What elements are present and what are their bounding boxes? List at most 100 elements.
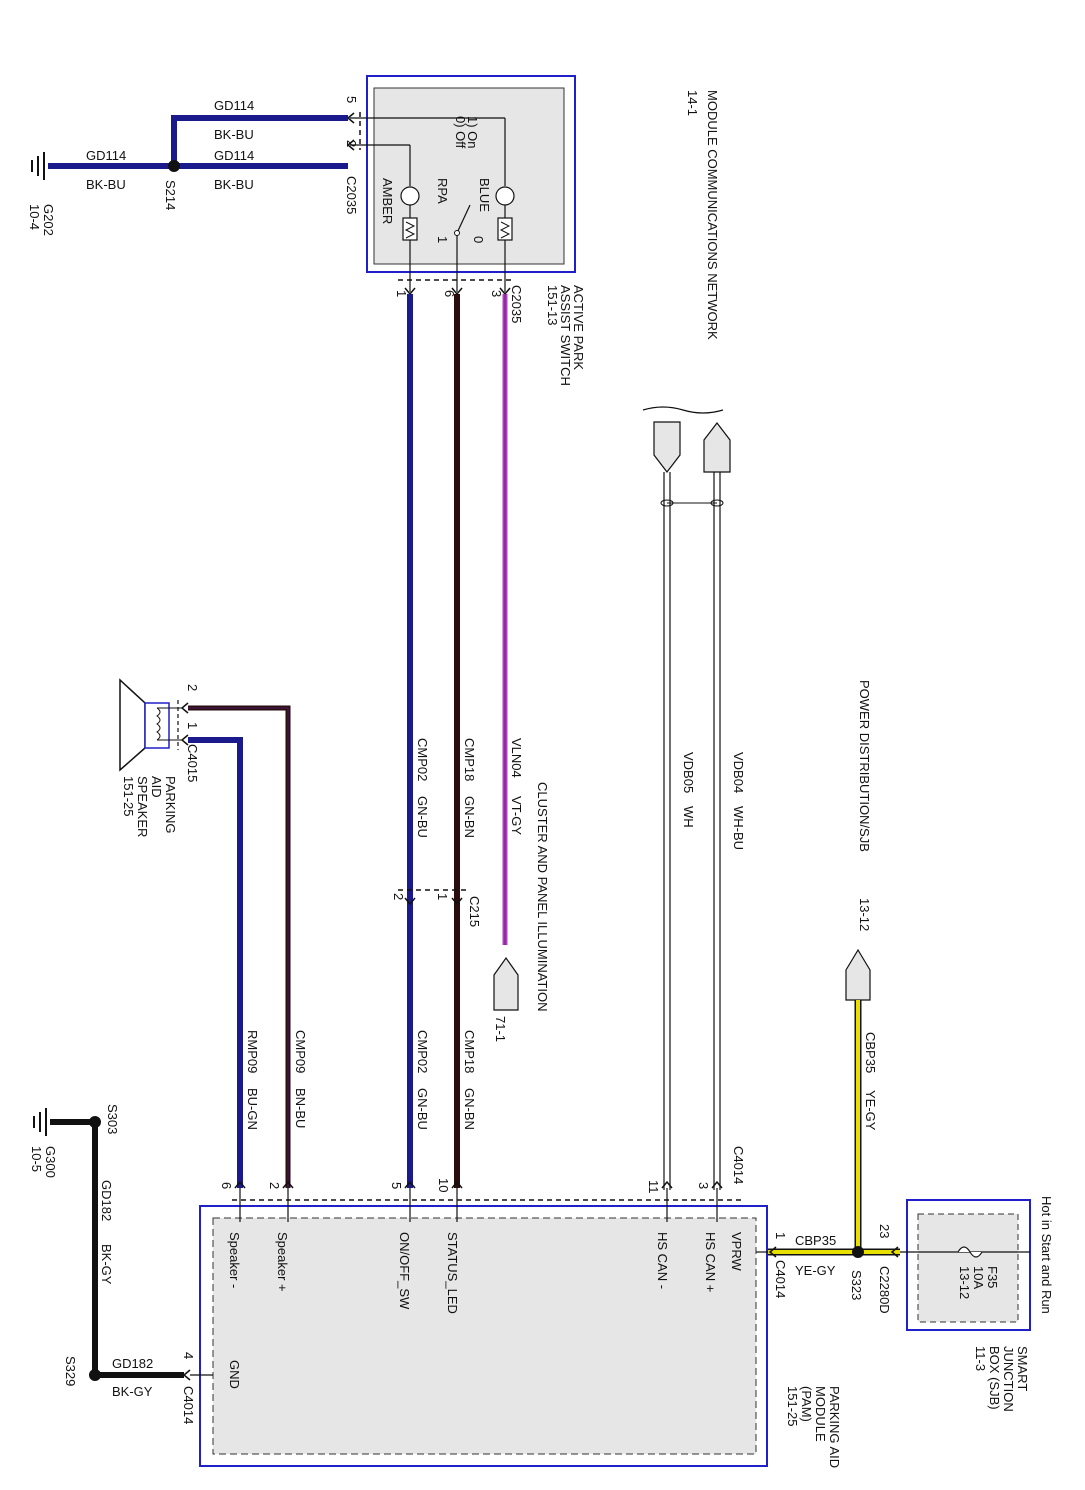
switch-connector-c2035-top: C2035 [344,176,359,214]
wire-gd114-mid-color: BK-BU [214,177,254,192]
switch-contact-1: 1 [435,236,450,243]
pam-label-hscan-minus: HS CAN - [655,1232,670,1289]
wire-cmp18-lower: CMP18 [462,1030,477,1073]
pam-ground-path [33,1108,184,1381]
wire-cmp18-upper: CMP18 [462,738,477,781]
wire-cbp35-run [768,1000,900,1258]
sjb-hot-label: Hot in Start and Run [1039,1196,1054,1314]
fuse-f35: F35 [985,1266,1000,1288]
pam-pin-3: 3 [696,1182,711,1189]
speaker-title-4: 151-25 [121,776,136,816]
parking-aid-speaker: 2 1 C4015 PARKING AID SPEAKER 151-25 [119,678,200,837]
splice-s303-label: S303 [105,1104,120,1134]
speaker-body [144,702,170,749]
wire-gd114-mid: GD114 [214,148,254,163]
wire-gd114-left-color: BK-BU [86,177,126,192]
power-dist-ref: 13-12 [857,898,872,931]
switch-pin-2: 2 [344,140,359,147]
splice-s323 [852,1246,864,1258]
wire-gd114-top: GD114 [214,98,254,113]
sjb-title-2: JUNCTION [1001,1346,1016,1412]
wire-vln04: VLN04 [509,738,524,778]
sjb-frame [906,1199,1031,1331]
wire-rmp09: RMP09 [245,1030,260,1073]
switch-label-blue: BLUE [477,178,492,212]
splice-s329 [89,1369,101,1381]
switch-pin-b6: 6 [442,290,457,297]
fuse-ref: 13-12 [957,1266,972,1299]
sjb-title-4: 11-3 [973,1346,988,1371]
ground-g300-label: G300 [43,1146,58,1178]
wire-cmp02-upper: CMP02 [415,738,430,781]
ground-wires-top: GD114 BK-BU GD114 BK-BU GD114 BK-BU S214… [27,98,348,236]
wire-cmp18-upper-color: GN-BN [462,796,477,838]
speaker-title-2: AID [149,776,164,798]
wire-gd114-top-color: BK-BU [214,127,254,142]
switch-module-frame [366,75,576,273]
speaker-wires [188,705,291,1188]
pam-title-2: MODULE [813,1386,828,1442]
wire-cbp35-vert: CBP35 [863,1032,878,1073]
wire-gd182-horz: GD182 [112,1356,153,1371]
fuse-f35-symbol [957,1246,983,1258]
pam-label-onoff-sw: ON/OFF_SW [397,1232,412,1310]
pam-connector-c4014-left: C4014 [181,1386,196,1424]
parking-aid-module: 6 2 5 10 11 3 C4014 1 C4014 VPRW HS CAN … [181,1146,842,1468]
pam-connector-c4014-right: C4014 [773,1260,788,1298]
speaker-title-3: SPEAKER [135,776,150,837]
sjb-connector: C2280D [877,1266,892,1314]
pam-title-3: (PAM) [799,1386,814,1422]
c215-pin-2: 2 [391,893,406,900]
speaker-connector: C4015 [185,744,200,782]
ground-g202-label: G202 [41,204,56,236]
illumination-ref: 71-1 [493,1016,508,1042]
wire-cmp02-lower: CMP02 [415,1030,430,1073]
pam-connector-c4014-top: C4014 [731,1146,746,1184]
wire-vdb04: VDB04 [731,752,746,793]
ground-g202-ref: 10-4 [27,204,42,230]
splice-s323-label: S323 [849,1270,864,1300]
wire-cbp35-vert-color: YE-GY [863,1090,878,1131]
splice-s214 [168,160,180,172]
switch-pin-b1: 1 [394,290,409,297]
wire-rmp09-color: BU-GN [245,1088,260,1130]
hs-can-minus-connector [653,421,681,473]
pam-label-status-led: STATUS_LED [445,1232,460,1314]
active-park-assist-switch: 0) Off 1) On RPA AMBER BLUE 1 0 5 2 C203… [344,75,586,386]
pam-pin-10: 10 [436,1178,451,1192]
vertical-wires [407,294,508,1188]
wire-gd182-vert: GD182 [99,1180,114,1221]
pam-pin-5: 5 [389,1182,404,1189]
module-comm-title: MODULE COMMUNICATIONS NETWORK [705,90,720,340]
wire-vdb05: VDB05 [681,752,696,793]
sjb-body [917,1213,1019,1323]
speaker-title-1: PARKING [163,776,178,834]
connector-c215: 1 2 C215 [391,889,482,927]
wire-cmp09: CMP09 [293,1030,308,1073]
smart-junction-box: Hot in Start and Run F35 10A 13-12 SMART… [877,1196,1054,1412]
pam-pin-4: 4 [181,1352,196,1359]
pam-frame [199,1205,768,1467]
pam-pin-1: 1 [773,1232,788,1239]
switch-pos-on: 1) On [465,116,480,149]
hs-can-wires [642,406,731,1190]
switch-pin-5: 5 [344,96,359,103]
pam-label-hscan-plus: HS CAN + [703,1232,718,1292]
switch-contact-0: 0 [471,236,486,243]
power-dist-title: POWER DISTRIBUTION/SJB [857,680,872,852]
splice-s329-label: S329 [63,1356,78,1386]
sjb-title-3: BOX (SJB) [987,1346,1002,1410]
wire-vln04-color: VT-GY [509,796,524,835]
power-dist-connector [845,948,871,1001]
pam-body [212,1217,757,1455]
speaker-pin-2: 2 [185,684,200,691]
wire-cmp09-color: BN-BU [293,1088,308,1128]
switch-connector-c2035-bottom: C2035 [509,285,524,323]
wire-vdb04-color: WH-BU [731,806,746,850]
pam-label-speaker-plus: Speaker + [275,1232,290,1292]
wire-gd114-left: GD114 [86,148,126,163]
illumination-connector [493,956,519,1011]
splice-s303 [89,1116,101,1128]
pam-title-4: 151-25 [785,1386,800,1426]
wire-gd182-horz-color: BK-GY [112,1384,153,1399]
